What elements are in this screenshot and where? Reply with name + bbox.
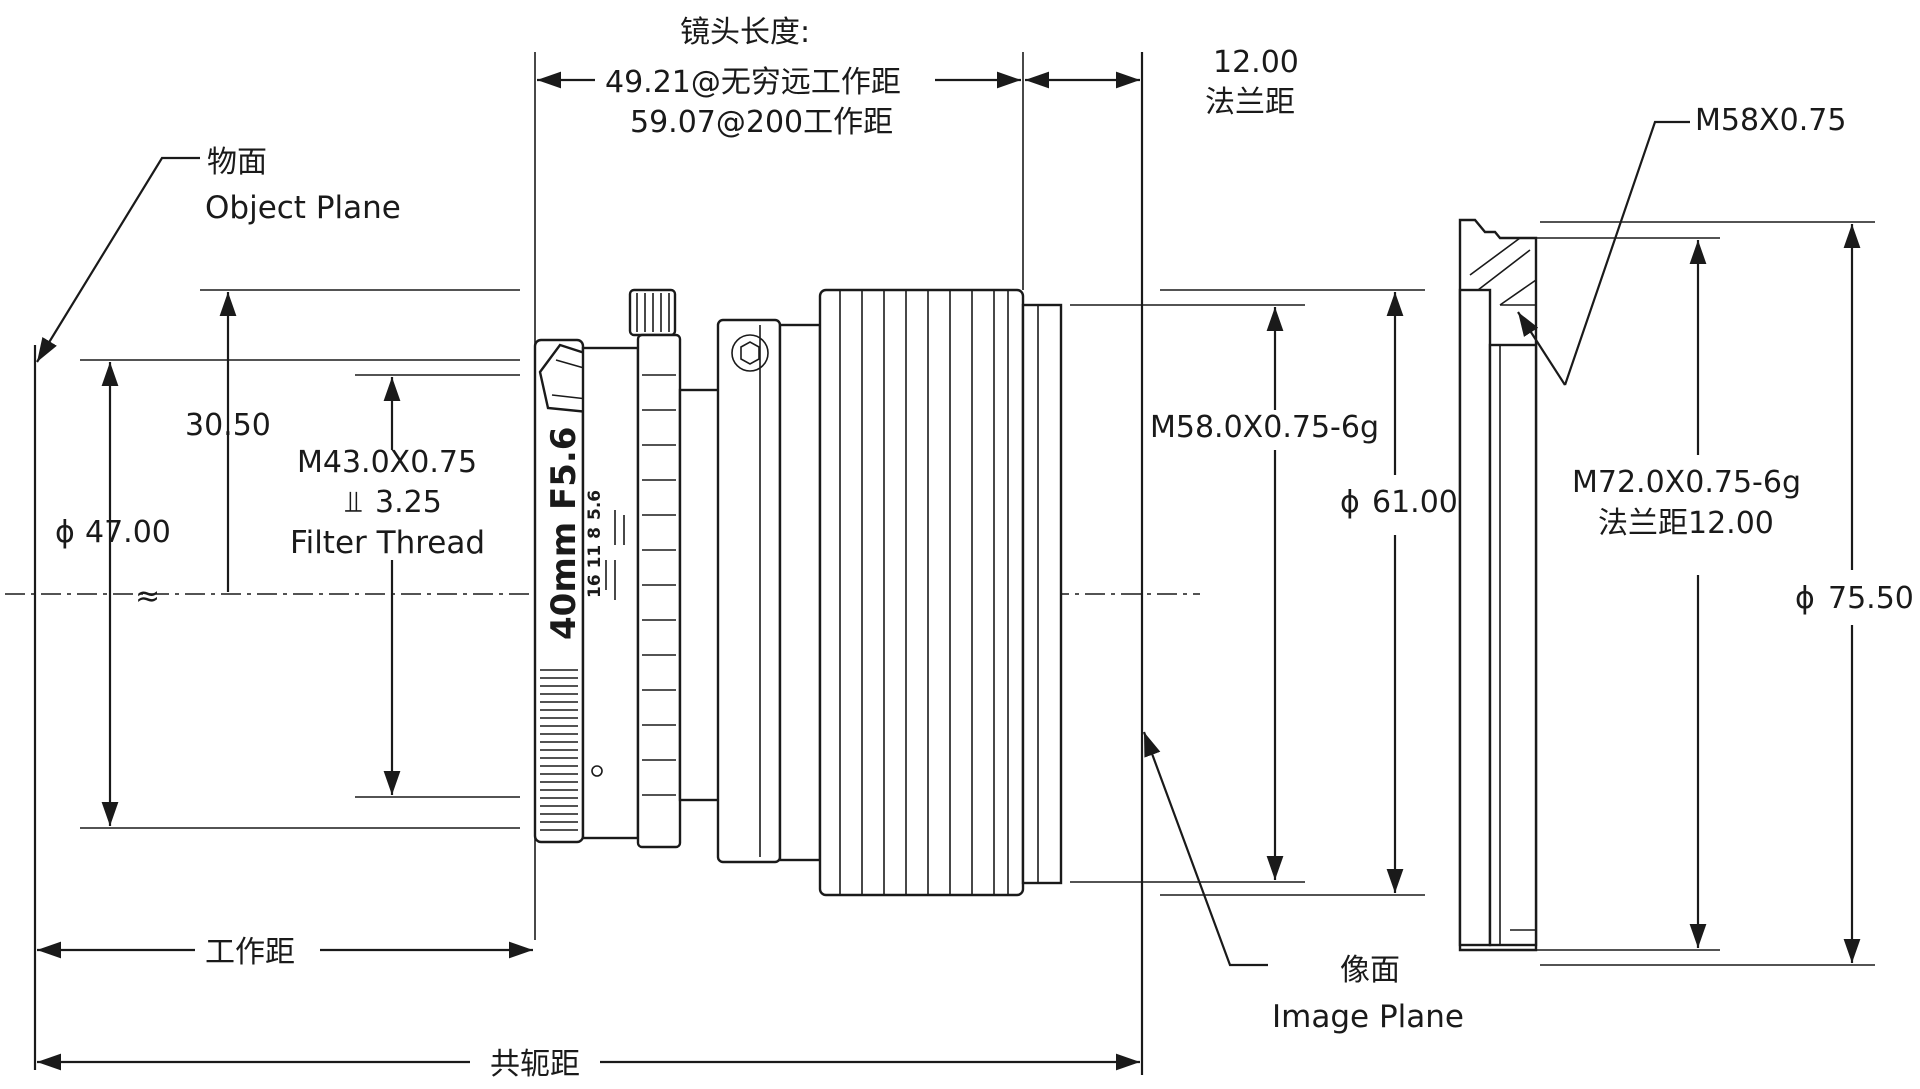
lens-body: 40mm F5.6 5.6 16 11 8	[533, 288, 1063, 897]
lens-length-200: 59.07@200工作距	[630, 105, 893, 140]
adapter-flange: 法兰距12.00	[1598, 506, 1774, 541]
lens-length-infinity: 49.21@无穷远工作距	[605, 65, 901, 100]
leader-lines	[36, 120, 1690, 967]
image-plane-cn: 像面	[1340, 953, 1400, 988]
image-plane-en: Image Plane	[1272, 999, 1464, 1035]
adapter-thread: M72.0X0.75-6g	[1572, 465, 1801, 500]
dim-3050: 30.50	[185, 408, 271, 443]
working-distance-label: 工作距	[205, 935, 295, 970]
filter-thread-size: M43.0X0.75	[297, 445, 477, 480]
conjugate-distance-label: 共轭距	[490, 1047, 580, 1082]
dia-symbol-47: ϕ	[55, 515, 75, 550]
dim-7550: 75.50	[1828, 581, 1914, 616]
adapter-ring	[1458, 218, 1538, 952]
flange-label: 法兰距	[1205, 85, 1295, 120]
filter-thread-depth: 3.25	[375, 485, 442, 520]
scale-numbers-engraving: 16 11 8	[585, 527, 605, 598]
dia-symbol-61: ϕ	[1340, 485, 1360, 520]
filter-thread-label: Filter Thread	[290, 525, 485, 561]
approx-symbol: ≈	[135, 579, 160, 614]
model-engraving: 40mm F5.6	[544, 427, 584, 640]
scale-top-engraving: 5.6	[585, 490, 605, 520]
object-plane-en: Object Plane	[205, 190, 401, 226]
extension-lines	[80, 52, 1875, 966]
dim-61: 61.00	[1372, 485, 1458, 520]
dimension-lines	[37, 71, 1861, 1071]
depth-symbol: ⫫	[344, 485, 362, 520]
lens-length-title: 镜头长度:	[680, 15, 810, 50]
m58-thread-label: M58.0X0.75-6g	[1150, 410, 1379, 445]
flange-value: 12.00	[1213, 45, 1299, 80]
adapter-callout: M58X0.75	[1695, 103, 1846, 138]
object-plane-cn: 物面	[207, 145, 267, 180]
dia-symbol-7550: ϕ	[1795, 581, 1815, 616]
dim-47: 47.00	[85, 515, 171, 550]
